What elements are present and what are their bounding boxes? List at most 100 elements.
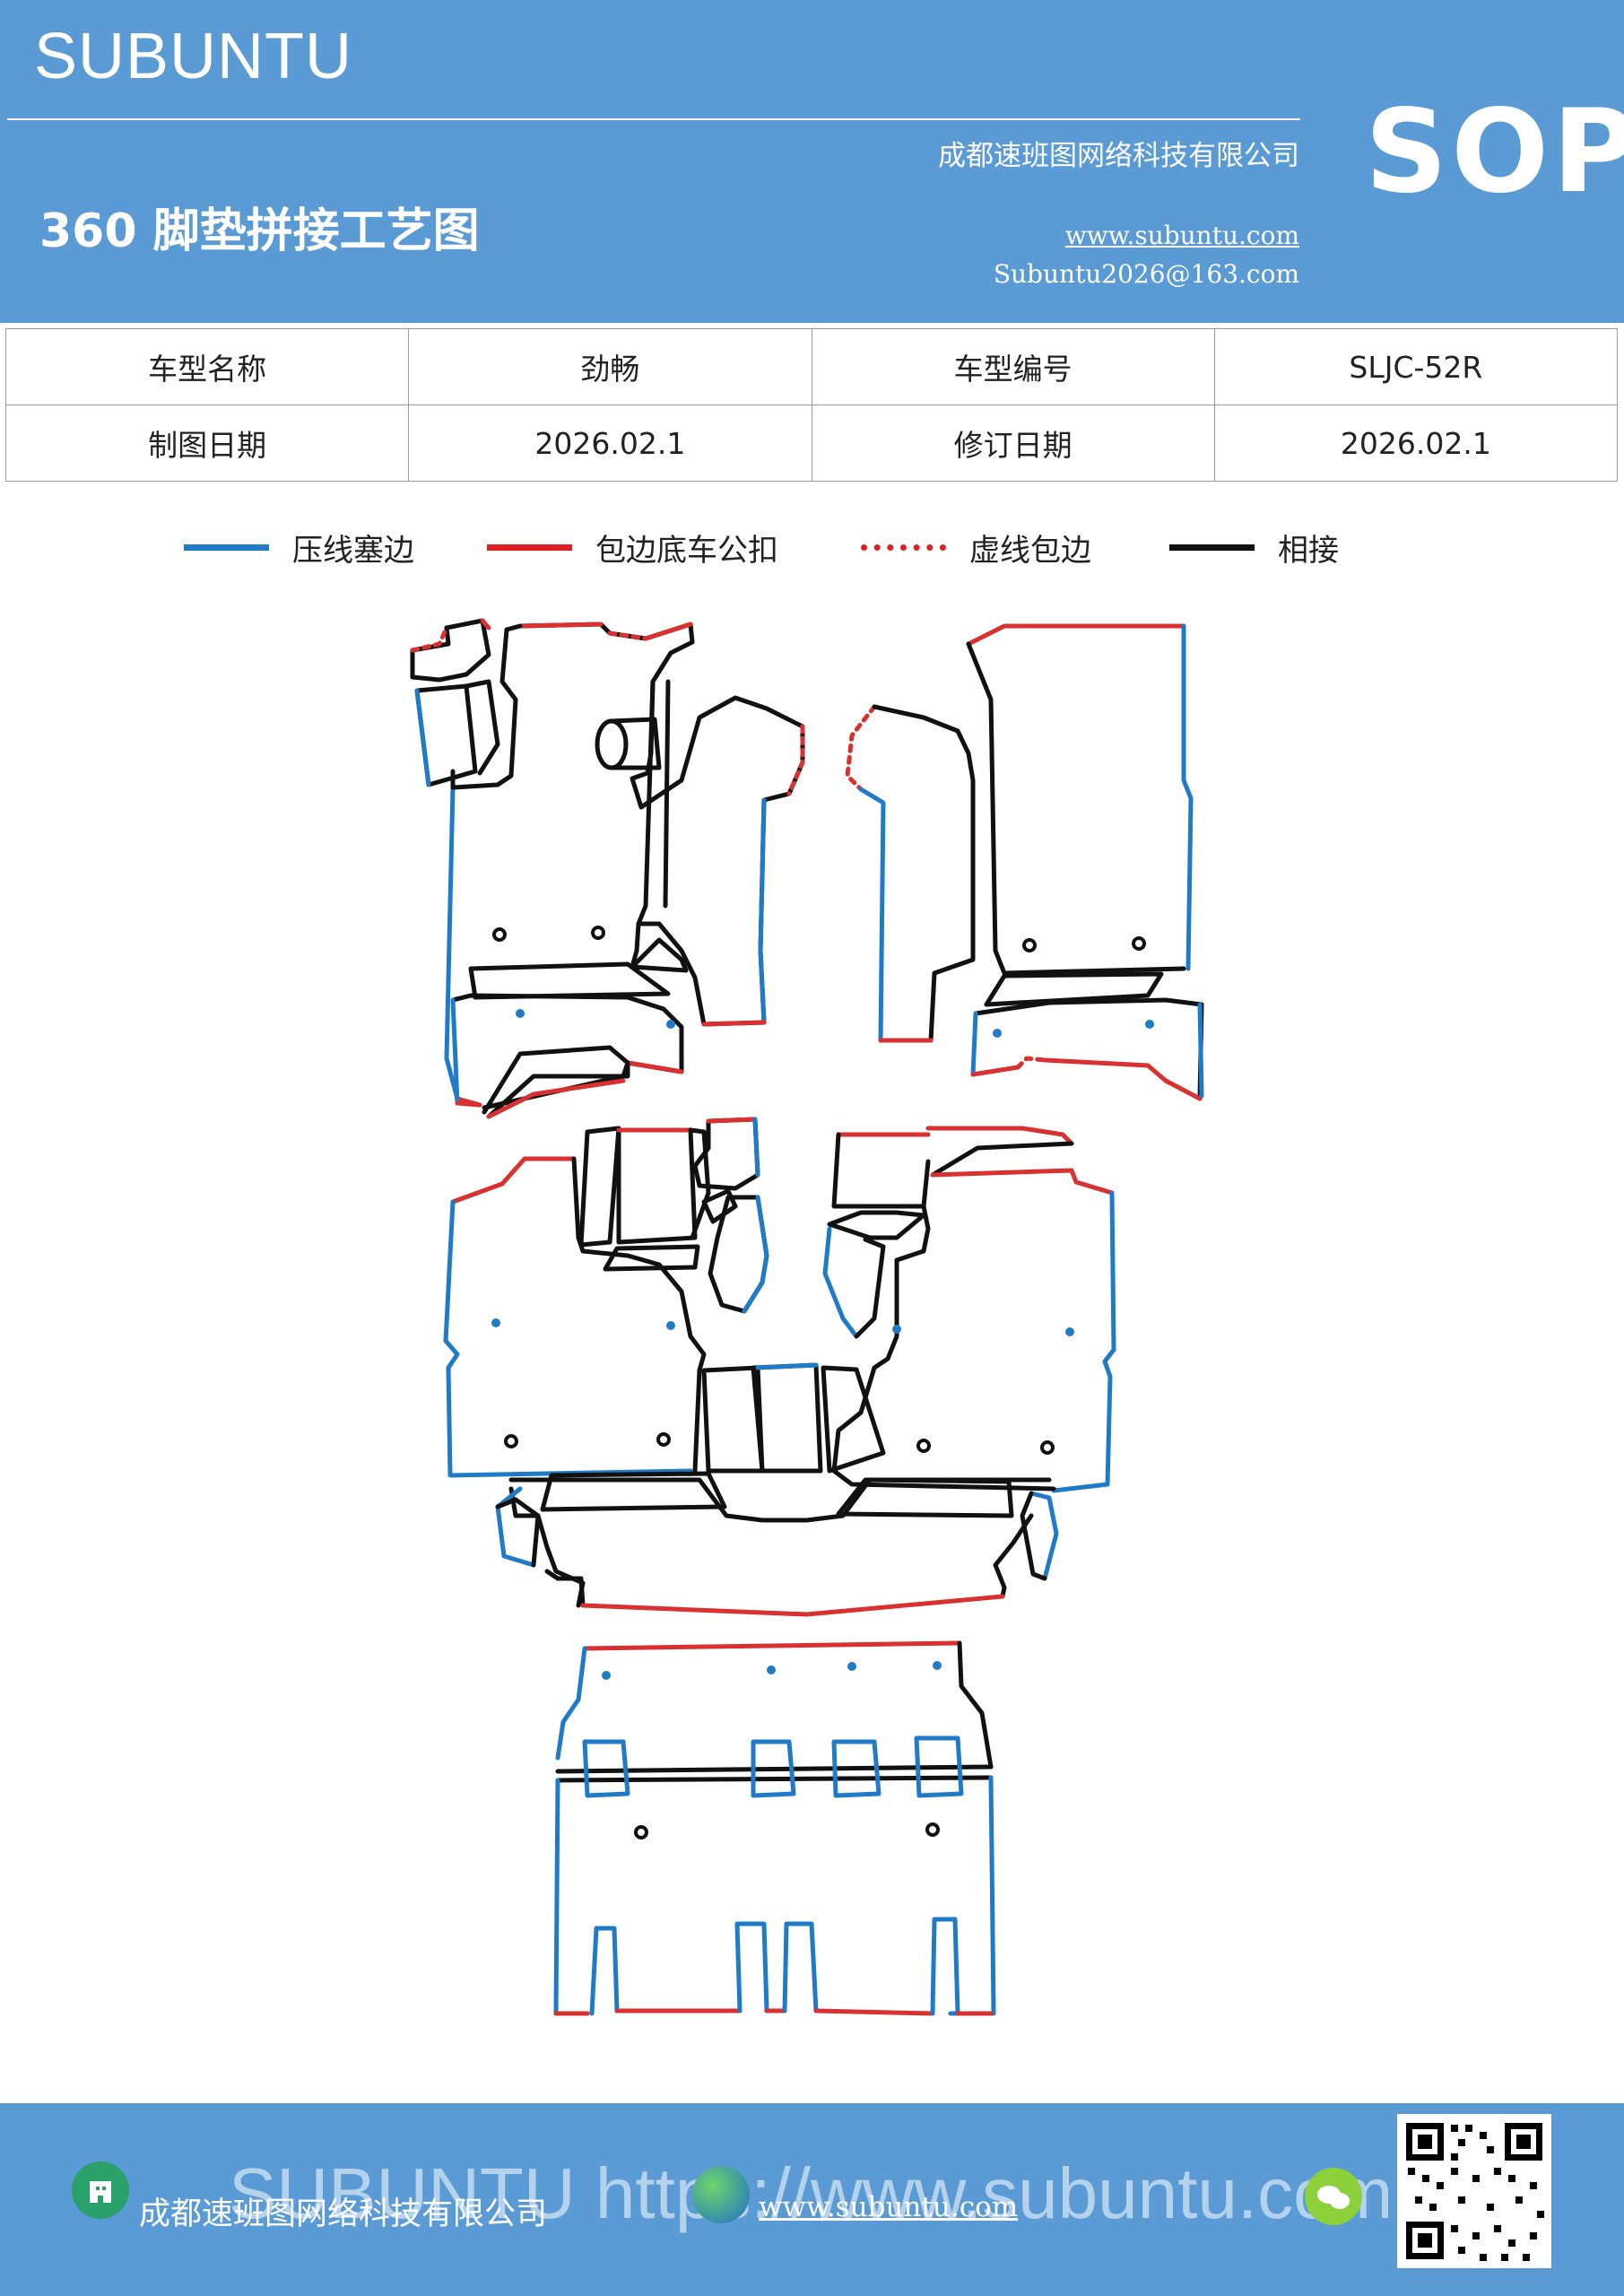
mount-hole [634,1825,648,1839]
footer-website-link[interactable]: www.subuntu.com [759,2191,1019,2223]
table-cell: 车型编号 [811,328,1215,405]
table-cell: 制图日期 [4,404,410,482]
table-cell: 劲畅 [408,328,812,405]
table-row: 制图日期 2026.02.1 修订日期 2026.02.1 [4,404,1619,482]
legend-item-press-line: 压线塞边 [184,520,414,574]
mat-edge-blue [858,787,886,1043]
mat-slot [930,1917,960,2016]
mat-edge-blue [414,688,431,787]
clip-dot [767,1665,776,1674]
mat-edge-blue [1197,1002,1204,1099]
mat-edge-black [508,1477,1052,1523]
mount-hole [656,1432,671,1447]
mat-edge-blue [553,1778,590,2016]
legend-label: 压线塞边 [292,532,414,569]
mount-hole [1022,938,1037,952]
mat-edge-red [701,1020,767,1027]
seam-tab [831,1739,881,1798]
mat-edge-red [517,622,604,629]
mat-edge-black [831,1204,1056,1492]
clip-dot [666,1321,675,1330]
mat-edge-red-dotted [845,704,877,792]
mount-hole [916,1439,931,1453]
sop-badge: SOP [1365,85,1624,219]
mat-edge-blue [1181,623,1194,971]
mat-edge-red-dotted [607,631,648,641]
mat-piece [984,971,1164,1007]
passenger-mat-group [845,623,1204,1101]
company-icon [72,2161,129,2219]
mat-edge-red [1042,1057,1203,1101]
legend-label: 虚线包边 [969,532,1091,569]
legend-label: 相接 [1278,532,1339,569]
mat-edge-red [450,1156,577,1205]
table-cell: SLJC-52R [1213,328,1619,405]
header-company-name: 成都速班图网络科技有限公司 [938,140,1299,172]
mat-edge-blue [1051,1190,1116,1493]
table-cell: 2026.02.1 [1213,404,1619,482]
page-header: SUBUNTU 成都速班图网络科技有限公司 360 脚垫拼接工艺图 www.su… [0,0,1624,323]
header-website-link[interactable]: www.subuntu.com [1064,221,1299,250]
table-cell: 2026.02.1 [408,404,812,482]
legend-label: 包边底车公扣 [595,532,778,569]
mat-edge-red [930,1168,1115,1196]
qr-code [1397,2114,1551,2268]
mat-edge-blue [444,785,460,1101]
mat-edge-blue [752,1117,760,1178]
header-email[interactable]: Subuntu2026@163.com [993,259,1299,289]
mat-edge-red [706,1117,758,1124]
clip-dot [892,1325,901,1334]
mat-edge-red [643,622,693,641]
line-legend: 压线塞边 包边底车公扣 虚线包边 相接 [0,520,1624,574]
legend-item-dotted-edge: 虚线包边 [861,520,1091,574]
clip-dot [993,1029,1002,1038]
mat-edge-red [970,1065,1020,1077]
clip-dot [1065,1327,1074,1336]
mount-hole [504,1434,518,1448]
driver-mat-group [410,618,805,1119]
third-row-mat-group [553,1640,996,2016]
document-title: 360 脚垫拼接工艺图 [39,204,480,258]
legend-item-joint: 相接 [1169,520,1339,574]
mat-edge-red-dotted [410,625,449,653]
seam-tab [582,1739,630,1798]
mat-piece [482,1045,630,1119]
page-footer: SUBUNTU https://www.subuntu.com 成都速班图网络科… [0,2103,1624,2296]
mat-edge-red-dotted [1015,1056,1047,1070]
legend-swatch-red [487,544,572,551]
brand-logo-text: SUBUNTU [34,21,353,92]
mat-piece [701,1188,738,1224]
mat-piece [540,1471,727,1512]
header-divider [7,118,1300,120]
clip-dot [847,1662,856,1671]
clip-dot [1145,1020,1154,1029]
mat-edge-black [450,993,684,1110]
mount-hole [1132,936,1146,951]
seam-tab [914,1735,964,1798]
mat-piece [468,961,671,1000]
legend-swatch-black [1169,544,1255,551]
mat-piece [827,1210,926,1240]
seam-tab [751,1739,796,1798]
mat-edge-black [450,623,523,790]
mat-edge-blue [742,1195,769,1314]
clip-dot [491,1318,500,1327]
mat-edge-black [688,1127,711,1240]
pedal-cylinder [595,718,629,770]
seam-line [555,1775,994,1783]
mat-edge-black [1020,1491,1047,1581]
mat-edge-black [966,641,1186,976]
mat-edge-blue [443,1199,693,1478]
footer-company-name: 成都速班图网络科技有限公司 [139,2196,548,2232]
mat-slot [589,1926,620,2016]
mat-edge-blue [822,1226,859,1339]
second-row-mat-group [443,1117,1116,1617]
mat-slot [782,1921,819,2013]
table-row: 车型名称 劲畅 车型编号 SLJC-52R [4,328,1619,405]
mat-edge-red [625,1060,684,1074]
mat-piece [603,1244,700,1272]
mat-edge-black [464,679,500,776]
mat-edge-black [517,622,805,1027]
mat-slot [734,1921,769,2013]
mat-edge-black [872,704,976,1043]
